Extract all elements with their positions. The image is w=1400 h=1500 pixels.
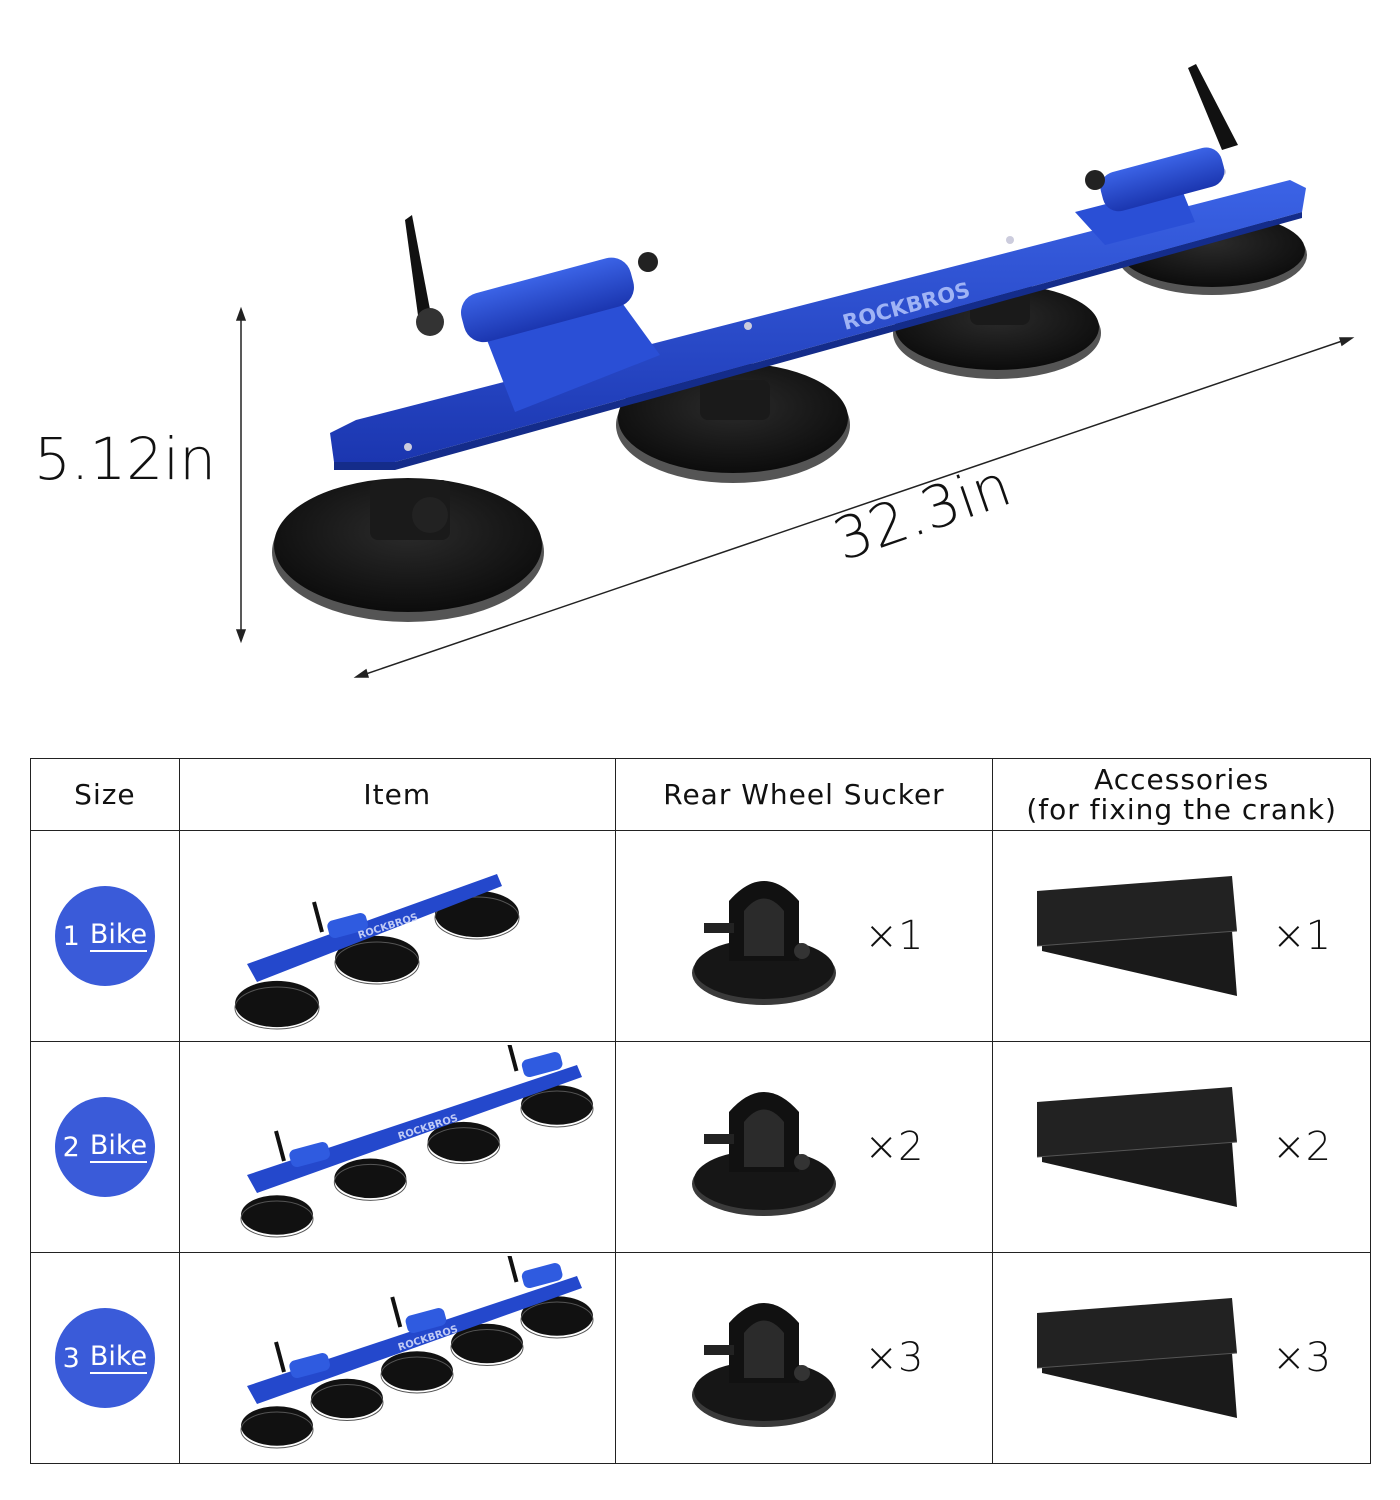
dimension-length-line	[353, 337, 1355, 678]
header-sucker: Rear Wheel Sucker	[614, 758, 994, 831]
bike-word: Bike	[89, 1130, 148, 1163]
header-accessories: Accessories (for fixing the crank)	[992, 758, 1371, 831]
accessory-quantity: ×3	[1272, 1335, 1332, 1381]
sucker-cell: ×2	[614, 1041, 994, 1253]
item-cell: ROCKBROS	[178, 1040, 616, 1253]
table-row: 1 Bike ROCKBROS ×1 ×1	[30, 830, 1371, 1042]
rear-wheel-sucker-image	[692, 1092, 837, 1216]
rack-thumbnail: ROCKBROS	[240, 1251, 594, 1449]
table-row: 3 Bike ROCKBROS ×3 ×3	[30, 1251, 1371, 1464]
crank-pad-image	[1037, 876, 1238, 996]
rack-thumbnail: ROCKBROS	[240, 1040, 594, 1238]
accessories-cell: ×1	[992, 830, 1371, 1042]
sucker-quantity: ×2	[864, 1124, 924, 1170]
bike-count: 1	[62, 920, 80, 952]
sucker-cell: ×3	[614, 1252, 994, 1464]
accessories-cell: ×2	[992, 1041, 1371, 1253]
accessory-quantity: ×1	[1272, 913, 1332, 959]
accessories-cell: ×3	[992, 1252, 1371, 1464]
sucker-quantity: ×1	[864, 913, 924, 959]
sucker-quantity: ×3	[864, 1335, 924, 1381]
rear-wheel-sucker-image	[692, 881, 837, 1005]
suction-cups	[272, 213, 1307, 622]
header-accessories-title: Accessories	[1094, 762, 1270, 796]
sucker-cell: ×1	[614, 830, 994, 1042]
rear-wheel-sucker-image	[692, 1303, 837, 1427]
bike-count: 3	[62, 1342, 80, 1374]
crank-pad-image	[1037, 1298, 1238, 1418]
fork-mount-front	[405, 215, 660, 412]
bike-count: 2	[62, 1131, 80, 1163]
size-cell: 1 Bike	[30, 830, 180, 1042]
bike-word: Bike	[89, 919, 148, 952]
product-illustration: ROCKBROS	[235, 64, 1355, 678]
package-contents-table: Size Item Rear Wheel Sucker Accessories …	[30, 758, 1371, 1464]
table-header-row: Size Item Rear Wheel Sucker Accessories …	[30, 758, 1371, 831]
bike-word: Bike	[89, 1341, 148, 1374]
table-row: 2 Bike ROCKBROS ×2 ×2	[30, 1040, 1371, 1253]
size-cell: 3 Bike	[30, 1252, 180, 1464]
size-cell: 2 Bike	[30, 1041, 180, 1253]
fork-mount-rear	[1075, 64, 1238, 245]
item-cell: ROCKBROS	[178, 830, 616, 1042]
header-size: Size	[30, 758, 180, 831]
rack-thumbnail: ROCKBROS	[234, 874, 520, 1030]
height-dimension-label: 5.12in	[34, 425, 217, 493]
size-badge: 3 Bike	[54, 1308, 155, 1408]
size-badge: 2 Bike	[54, 1097, 155, 1197]
dimension-height-line	[235, 306, 247, 644]
accessory-quantity: ×2	[1272, 1124, 1332, 1170]
crank-pad-image	[1037, 1087, 1238, 1207]
item-cell: ROCKBROS	[178, 1251, 616, 1464]
size-badge: 1 Bike	[54, 886, 155, 986]
header-item: Item	[178, 758, 616, 831]
header-accessories-note: (for fixing the crank)	[1026, 792, 1337, 826]
